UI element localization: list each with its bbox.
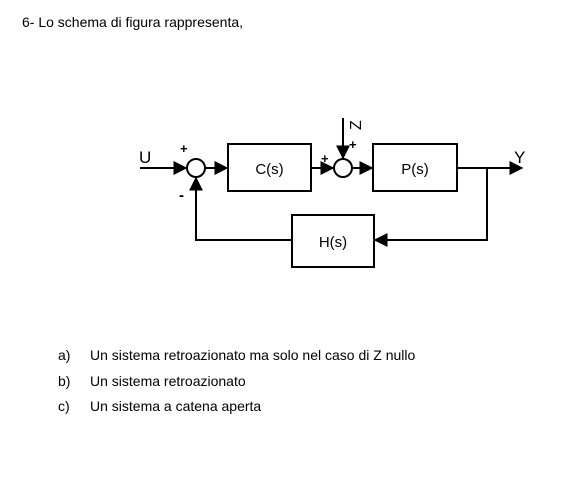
feedback-line-return <box>189 176 292 241</box>
sum1-plus-sign: + <box>180 141 188 156</box>
answer-text: Un sistema a catena aperta <box>90 398 262 414</box>
output-label: Y <box>514 148 525 167</box>
answer-letter: b) <box>58 372 71 389</box>
feedback-block <box>291 214 375 268</box>
controller-label: C(s) <box>255 161 283 178</box>
question-text: 6- Lo schema di figura rappresenta, <box>22 14 244 30</box>
answer-letter: c) <box>58 398 70 414</box>
answer-letter: a) <box>58 347 71 363</box>
summing-junction-2 <box>333 158 353 178</box>
answer-option: b) Un sistema retroazionato <box>58 369 415 395</box>
plant-block <box>372 143 458 192</box>
block-diagram: C(s) P(s) H(s) U Z Y + - + + <box>139 118 525 268</box>
sum1-minus-sign: - <box>179 187 184 204</box>
answer-option: c) Un sistema a catena aperta <box>58 394 415 420</box>
feedback-line-out <box>373 168 488 247</box>
answer-text: Un sistema retroazionato ma solo nel cas… <box>90 347 416 363</box>
sum2-plus-sign-left: + <box>321 151 329 166</box>
controller-block <box>227 143 312 192</box>
feedback-label: H(s) <box>319 234 347 251</box>
input-label: U <box>139 148 151 167</box>
disturbance-label: Z <box>348 120 365 130</box>
sum2-plus-sign-top: + <box>349 137 357 152</box>
answer-list: a) Un sistema retroazionato ma solo nel … <box>58 343 415 420</box>
plant-label: P(s) <box>401 161 429 178</box>
summing-junction-1 <box>186 158 206 178</box>
answer-option: a) Un sistema retroazionato ma solo nel … <box>58 343 415 369</box>
answer-text: Un sistema retroazionato <box>90 372 246 389</box>
